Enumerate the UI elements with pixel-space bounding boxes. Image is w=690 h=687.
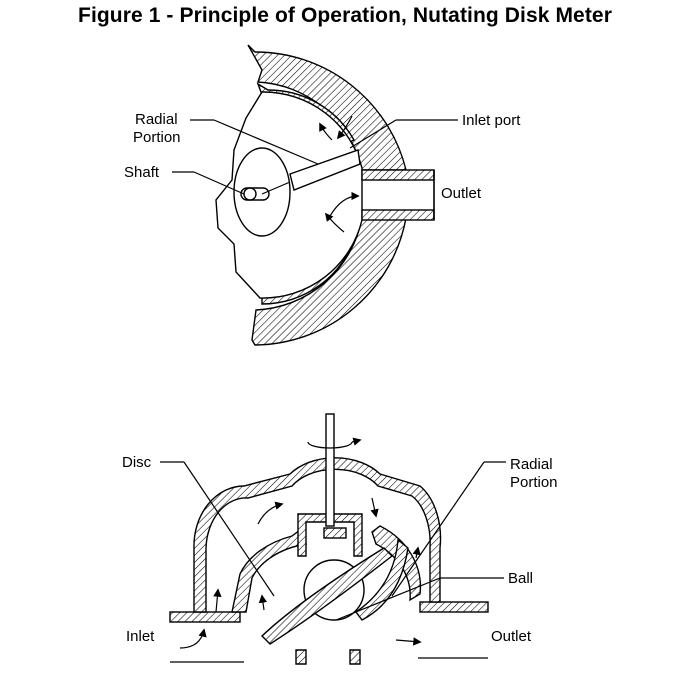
label-radial-portion-bottom-2: Portion [510,474,558,491]
top-radial-portion-plate [289,149,361,191]
bottom-base [295,649,307,665]
bottom-outlet-pipe-upper [419,601,489,613]
label-outlet-bottom: Outlet [491,628,532,645]
bottom-shaft [325,413,335,527]
top-meter-drawing [172,44,458,346]
bottom-flow-arrow-up [213,588,222,613]
bottom-meter-drawing [160,413,506,665]
leader-radial-portion-top [213,119,319,165]
leader-inlet-port [349,119,397,149]
bottom-shaft-arm [323,527,347,539]
bottom-flow-arrow-top-right [370,497,379,518]
bottom-inner-wall [231,528,307,613]
label-radial-portion-top-1: Radial [135,111,178,128]
leader-disc [183,461,275,597]
top-inlet-flow-arrow [336,115,353,140]
bottom-outlet-flow-arrow [395,637,422,646]
label-shaft: Shaft [124,164,160,181]
leader-shaft [193,171,245,195]
top-flow-arrow-upper [319,122,333,141]
figure-title: Figure 1 - Principle of Operation, Nutat… [78,4,612,27]
label-radial-portion-top-2: Portion [133,129,181,146]
bottom-inlet-pipe-upper [169,611,241,623]
top-outlet-pipe-lower [361,209,435,221]
bottom-shaft-housing [297,513,363,557]
label-inlet: Inlet [126,628,155,645]
rotation-indicator [307,441,353,449]
bottom-flow-arrow-inner [258,594,268,611]
leader-ball [335,577,441,621]
label-ball: Ball [508,570,533,587]
top-flow-arrow-bottom [324,212,345,233]
bottom-outer-dome [193,457,442,613]
bottom-disc-radial [355,538,409,621]
label-inlet-port: Inlet port [462,112,521,129]
top-outlet-pipe-upper [361,169,435,181]
leader-radial-portion-bottom [391,461,485,597]
label-radial-portion-bottom-1: Radial [510,456,553,473]
label-disc: Disc [122,454,152,471]
bottom-disc [260,547,394,645]
bottom-flow-arrow-top-left [257,501,284,525]
label-outlet-top: Outlet [441,185,482,202]
bottom-inlet-flow-arrow [179,628,207,649]
